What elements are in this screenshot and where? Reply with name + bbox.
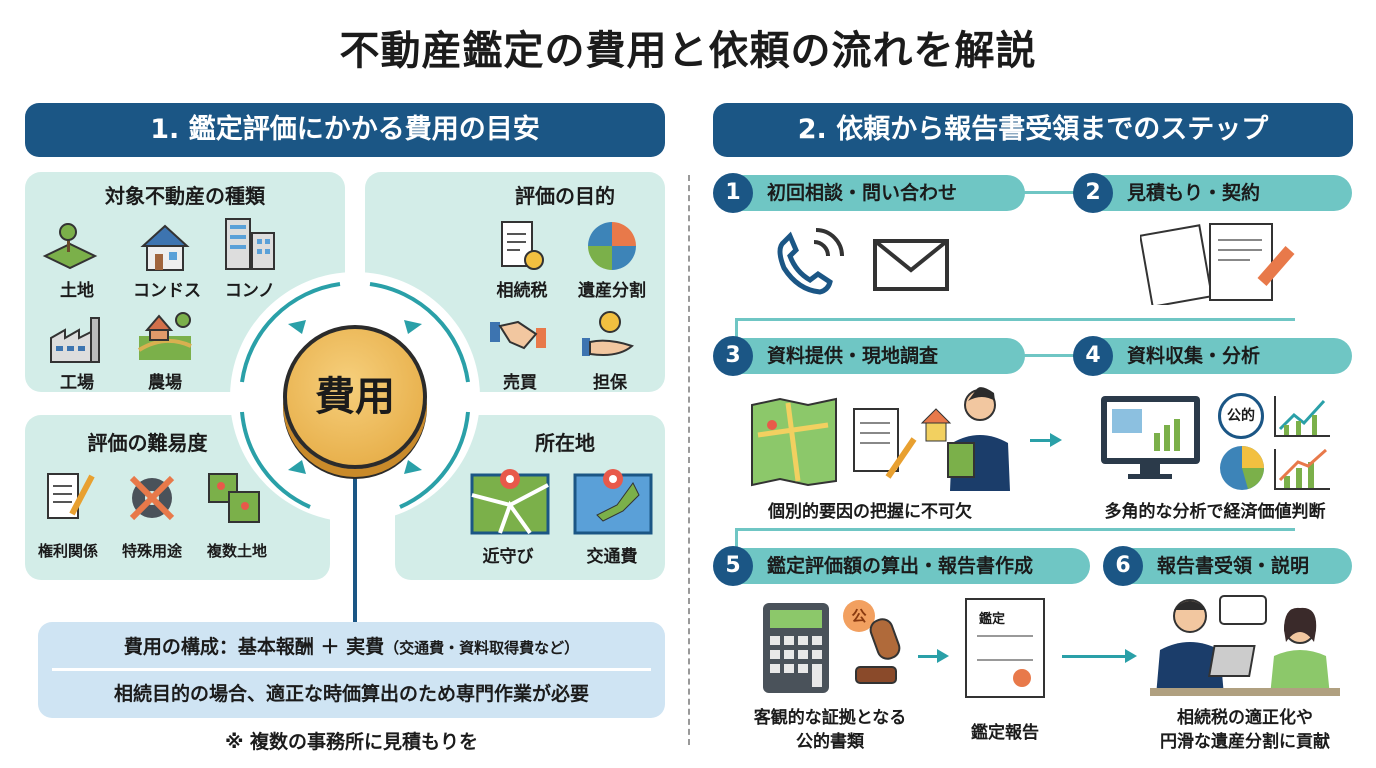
cost-structure-box: 費用の構成：基本報酬 ＋ 実費（交通費・資料取得費など） 相続目的の場合、適正な… <box>38 622 665 718</box>
page-title: 不動産鑑定の費用と依頼の流れを解説 <box>339 28 1037 74</box>
panel-title: 評価の目的 <box>515 184 615 208</box>
label-condo: コンドス <box>133 281 201 301</box>
public-seal-badge: 公 <box>843 600 875 632</box>
section-1-header: 1. 鑑定評価にかかる費用の目安 <box>25 103 665 157</box>
surveyor-person-icon <box>920 387 1010 491</box>
label-building: コンノ <box>224 281 276 301</box>
label-nearby: 近守び <box>482 547 534 567</box>
step-1: 1 初回相談・問い合わせ <box>713 173 1025 213</box>
documents-pencil-icon <box>853 408 917 479</box>
step-number: 5 <box>713 546 753 586</box>
step-6-caption: 相続税の適正化や 円滑な遺産分割に貢献 <box>1160 708 1330 752</box>
arrow-icon <box>937 649 949 663</box>
rights-document-icon <box>47 473 95 519</box>
cost-coin: 費用 <box>283 325 427 469</box>
farm-icon <box>137 312 192 360</box>
connector <box>735 528 738 550</box>
house-icon <box>140 224 190 271</box>
arrow-line <box>918 655 938 658</box>
cost-structure-note: （交通費・資料取得費など） <box>384 639 580 657</box>
connector <box>735 528 1295 531</box>
step-label: 見積もり・契約 <box>1127 182 1261 204</box>
label-estate-division: 遺産分割 <box>578 281 646 301</box>
map-icon <box>751 397 837 487</box>
land-icon <box>42 223 98 270</box>
coin-label: 費用 <box>315 374 395 420</box>
factory-icon <box>50 317 100 363</box>
step-number: 2 <box>1073 173 1113 213</box>
step-4: 4 資料収集・分析 <box>1073 336 1352 376</box>
bar-chart-icon <box>1274 448 1330 490</box>
japan-map-icon <box>573 469 653 535</box>
step-4-caption: 多角的な分析で経済価値判断 <box>1104 502 1326 522</box>
step-3-caption: 個別的要因の把握に不可欠 <box>768 502 972 522</box>
connector <box>1020 354 1080 357</box>
panel-title: 評価の難易度 <box>87 431 208 455</box>
step-label: 鑑定評価額の算出・報告書作成 <box>767 555 1034 577</box>
step-5-caption-a: 客観的な証拠となる 公的書類 <box>753 708 907 752</box>
label-factory: 工場 <box>60 373 94 393</box>
arrows-ring <box>240 282 470 509</box>
stamp-icon <box>855 618 901 684</box>
step-5-caption-b: 鑑定報告 <box>971 723 1039 743</box>
consultation-people-icon <box>1150 595 1340 696</box>
line-chart-icon <box>1274 396 1330 437</box>
arrow-line <box>1062 655 1126 658</box>
divider <box>688 175 690 745</box>
step-6: 6 報告書受領・説明 <box>1103 546 1352 586</box>
arrow-line <box>1030 439 1052 442</box>
cost-structure: 費用の構成：基本報酬 ＋ 実費 <box>123 636 385 658</box>
connector-line <box>353 470 357 622</box>
arrow-icon <box>1125 649 1137 663</box>
step-number: 6 <box>1103 546 1143 586</box>
arrow-icon <box>1050 433 1062 447</box>
connector <box>1020 191 1080 194</box>
appraisal-report-document: 鑑定 <box>965 598 1045 698</box>
step-label: 資料提供・現地調査 <box>767 345 939 367</box>
phone-icon <box>777 228 844 295</box>
contract-stamp-icon <box>1140 223 1295 305</box>
label-land: 土地 <box>60 281 94 301</box>
step-number: 1 <box>713 173 753 213</box>
collateral-hand-coin-icon <box>582 311 634 356</box>
handshake-icon <box>490 320 546 350</box>
label-rights: 権利関係 <box>37 542 98 560</box>
calculator-icon <box>763 603 829 693</box>
multiple-land-icon <box>208 473 260 523</box>
section-2-header: 2. 依頼から報告書受領までのステップ <box>713 103 1353 157</box>
panel-title: 所在地 <box>535 431 595 455</box>
puzzle-icon <box>588 222 636 270</box>
step-number: 4 <box>1073 336 1113 376</box>
monitor-chart-icon <box>1101 396 1200 479</box>
pie-chart-icon <box>1220 446 1264 490</box>
tax-document-icon <box>501 221 544 270</box>
label-farm: 農場 <box>148 373 182 393</box>
step-3: 3 資料提供・現地調査 <box>713 336 1025 376</box>
label-special-use: 特殊用途 <box>121 542 182 560</box>
inheritance-note: 相続目的の場合、適正な時価算出のため専門作業が必要 <box>113 683 589 705</box>
footnote: ※ 複数の事務所に見積もりを <box>224 731 479 753</box>
document-title: 鑑定 <box>979 612 1006 627</box>
step-label: 報告書受領・説明 <box>1157 555 1310 577</box>
step-label: 初回相談・問い合わせ <box>767 182 958 204</box>
step-2: 2 見積もり・契約 <box>1073 173 1352 213</box>
globe-public-badge: 公的 <box>1218 393 1264 439</box>
label-collateral: 担保 <box>593 373 627 393</box>
panel-title: 対象不動産の種類 <box>105 184 265 208</box>
step-label: 資料収集・分析 <box>1127 345 1261 367</box>
map-pin-icon <box>470 469 550 535</box>
step-number: 3 <box>713 336 753 376</box>
step-5: 5 鑑定評価額の算出・報告書作成 <box>713 546 1090 586</box>
label-travel-cost: 交通費 <box>586 547 638 567</box>
connector <box>735 318 738 340</box>
special-use-gear-icon <box>129 475 175 521</box>
label-inheritance-tax: 相続税 <box>496 281 548 301</box>
label-multiple-land: 複数土地 <box>206 542 267 560</box>
mail-icon <box>873 239 949 291</box>
connector <box>735 318 1295 321</box>
label-sale: 売買 <box>503 373 537 393</box>
building-icon <box>225 218 275 270</box>
